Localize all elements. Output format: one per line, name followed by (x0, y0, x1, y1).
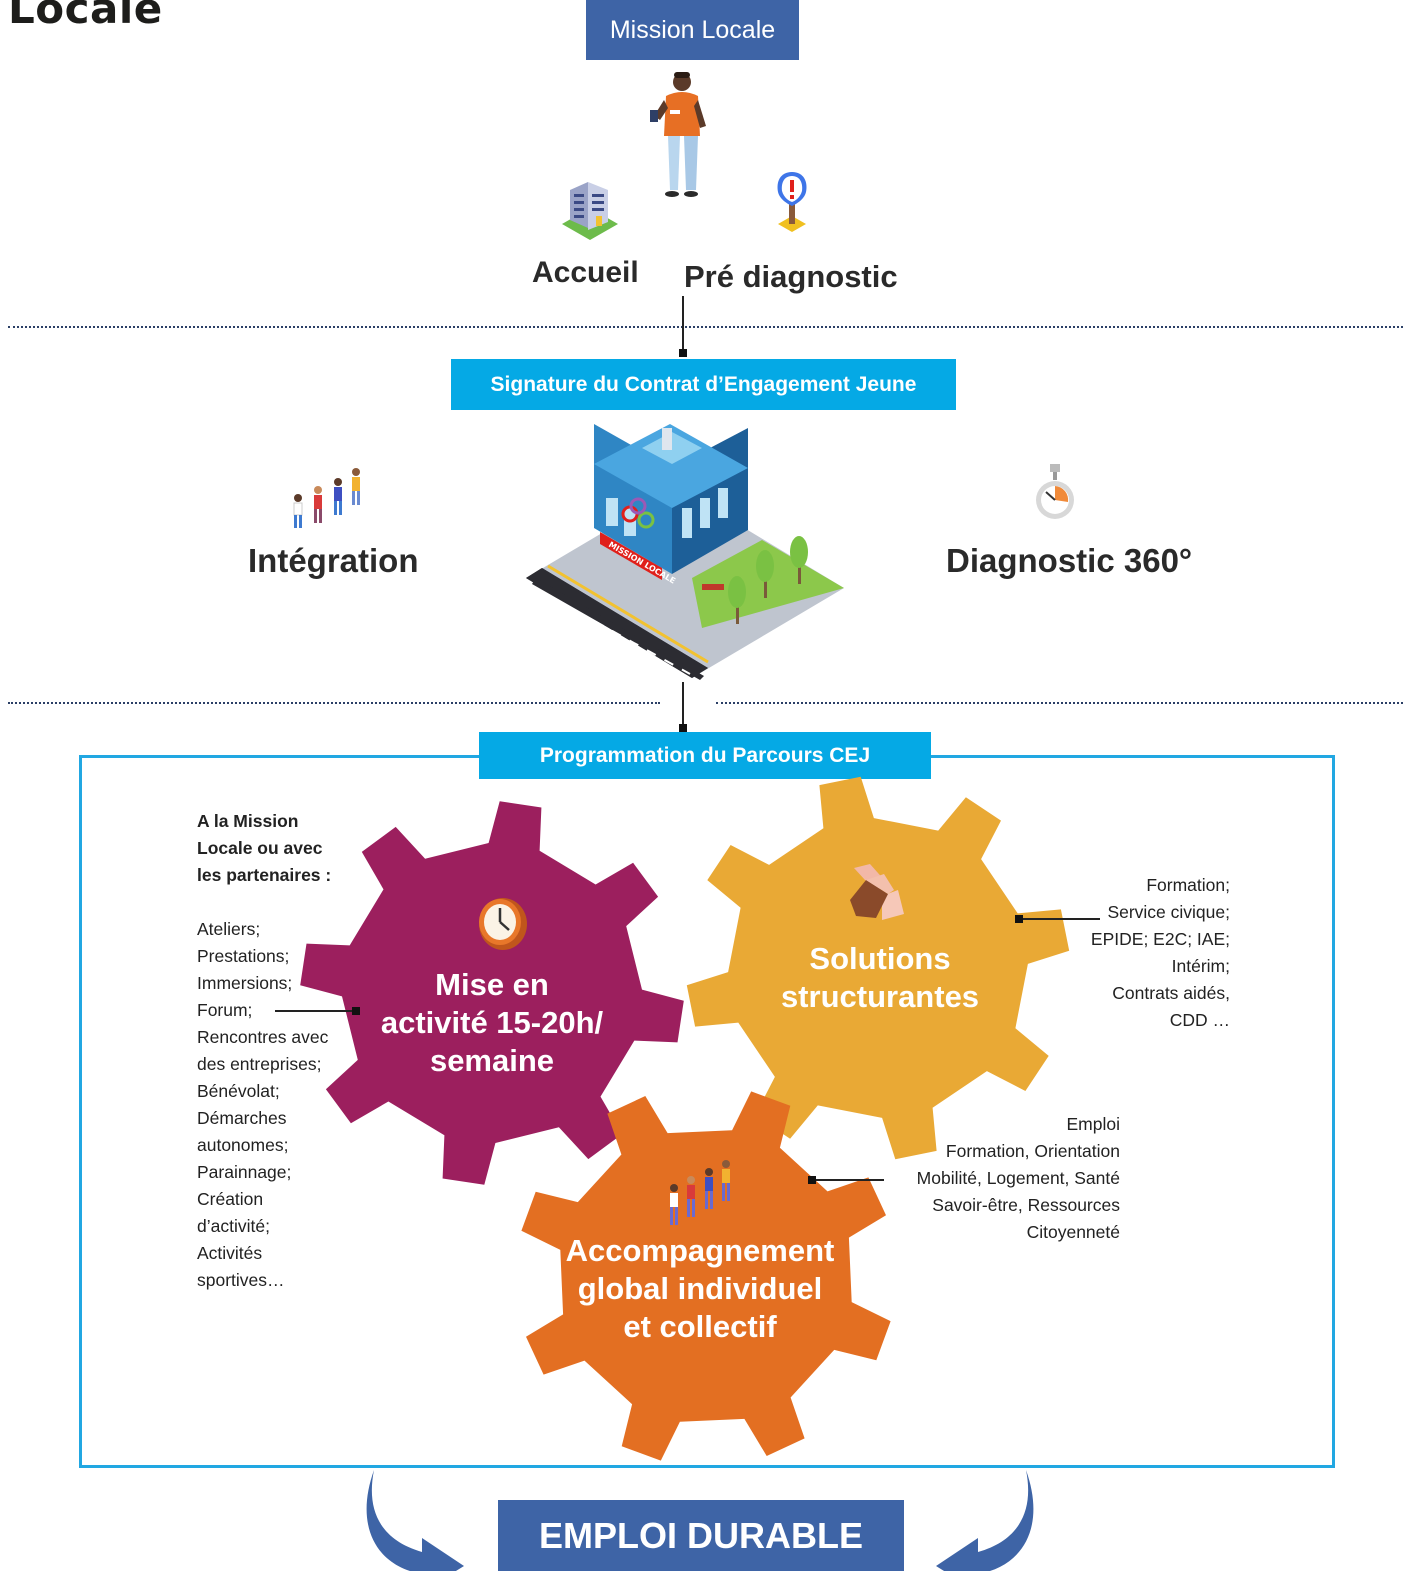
stopwatch-icon (1036, 464, 1074, 519)
emploi-durable-banner: EMPLOI DURABLE (498, 1500, 904, 1571)
connector-line (812, 1179, 884, 1181)
mission-locale-building-icon: MISSION LOCALE (526, 424, 844, 680)
connector-dot (808, 1176, 816, 1184)
page-title: Locale (8, 0, 163, 33)
separator-line (716, 702, 1403, 704)
people-group-icon (670, 1160, 730, 1225)
solutions-list: Formation; Service civique; EPIDE; E2C; … (1090, 875, 1230, 1030)
handshake-icon (850, 864, 904, 920)
gear-mise-en-activite-label: Mise en activité 15-20h/ semaine (380, 967, 604, 1078)
separator-line (8, 702, 660, 704)
connector-line (682, 296, 684, 352)
connector-dot (1015, 915, 1023, 923)
person-icon (650, 72, 706, 197)
left-list-items: Ateliers; Prestations; Immersions; Forum… (197, 919, 329, 1290)
connector-dot (679, 724, 687, 732)
diagnostic-label: Diagnostic 360° (946, 542, 1193, 579)
gear-mise-en-activite (300, 801, 684, 1185)
alert-sign-icon (777, 172, 807, 232)
people-group-icon (293, 468, 360, 528)
clock-icon (479, 898, 527, 950)
accompagnement-list: Emploi Formation, Orientation Mobilité, … (916, 1114, 1120, 1242)
connector-line (275, 1010, 355, 1012)
gear-accompagnement (521, 1091, 891, 1461)
signature-banner: Signature du Contrat d’Engagement Jeune (451, 359, 956, 410)
accueil-label: Accueil (532, 256, 639, 289)
mission-locale-banner: Mission Locale (586, 0, 799, 60)
pre-diagnostic-label: Pré diagnostic (684, 259, 898, 294)
programmation-banner: Programmation du Parcours CEJ (479, 732, 931, 779)
building-icon (562, 182, 618, 240)
curved-arrow-left-icon (366, 1470, 464, 1571)
gear-solutions (686, 776, 1070, 1160)
separator-line (8, 326, 1403, 328)
gear-accompagnement-label: Accompagnement global individuel et coll… (565, 1233, 835, 1344)
connector-dot (679, 349, 687, 357)
connector-line (1020, 918, 1100, 920)
integration-label: Intégration (248, 542, 419, 579)
gear-solutions-label: Solutions structurantes (780, 941, 980, 1014)
left-list-heading: A la Mission Locale ou avec les partenai… (197, 811, 332, 885)
connector-dot (352, 1007, 360, 1015)
connector-line (682, 682, 684, 728)
curved-arrow-right-icon (936, 1470, 1034, 1571)
